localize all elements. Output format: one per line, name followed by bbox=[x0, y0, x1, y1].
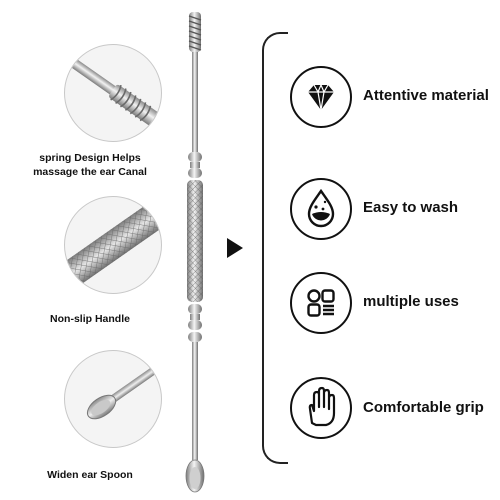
play-triangle-icon bbox=[227, 238, 243, 258]
feature-label-wash: Easy to wash bbox=[363, 199, 459, 216]
diamond-icon bbox=[290, 66, 352, 128]
spoon-tip-closeup bbox=[64, 350, 162, 448]
caption-line: Widen ear Spoon bbox=[47, 469, 133, 481]
detail-caption-spoon: Widen ear Spoon bbox=[0, 468, 180, 482]
feature-bracket bbox=[262, 32, 288, 464]
caption-line: spring Design Helps bbox=[39, 152, 141, 164]
grid-apps-icon bbox=[290, 272, 352, 334]
water-drop-icon bbox=[290, 178, 352, 240]
caption-line: Non-slip Handle bbox=[50, 313, 130, 325]
ear-pick-tool bbox=[185, 12, 205, 493]
feature-label-uses: multiple uses bbox=[363, 293, 459, 310]
detail-caption-handle: Non-slip Handle bbox=[0, 312, 180, 326]
feature-label-grip: Comfortable grip bbox=[363, 399, 484, 416]
spring-tip-closeup bbox=[64, 44, 162, 142]
feature-label-material: Attentive material bbox=[363, 87, 489, 104]
caption-line: massage the ear Canal bbox=[33, 166, 147, 178]
detail-caption-spring: spring Design Helps massage the ear Cana… bbox=[0, 151, 180, 179]
hand-icon bbox=[290, 377, 352, 439]
knurled-handle-closeup bbox=[64, 196, 162, 294]
